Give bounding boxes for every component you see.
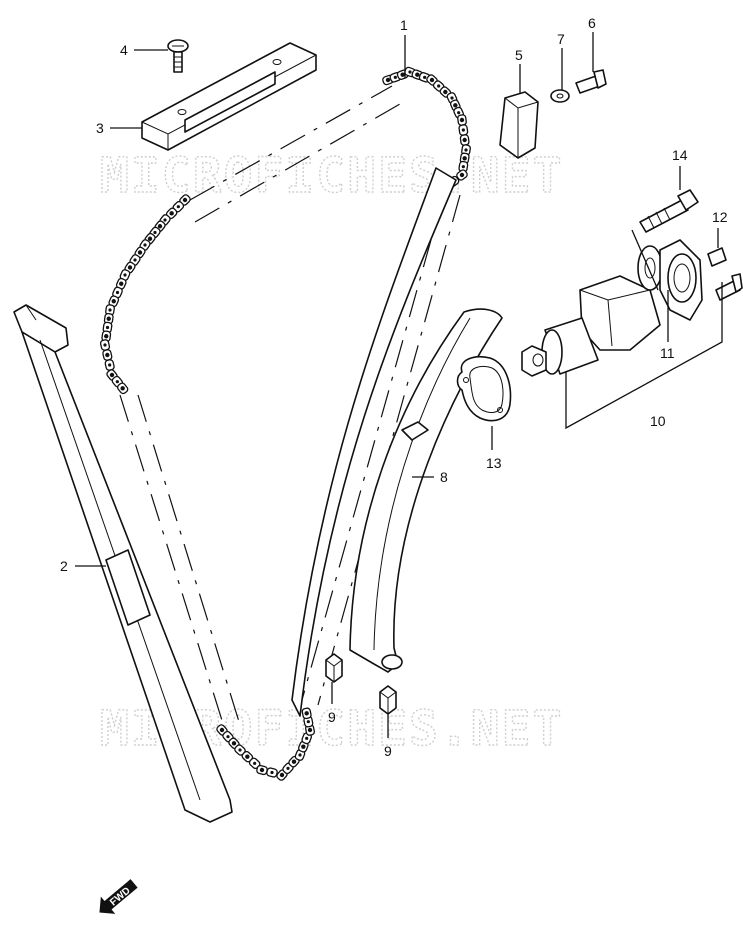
chain-pin bbox=[245, 754, 250, 759]
chain-pin bbox=[108, 308, 112, 312]
chain-pin bbox=[305, 736, 309, 740]
chain-pin bbox=[423, 75, 427, 79]
chain-pin bbox=[464, 148, 468, 152]
chain-pin bbox=[253, 761, 257, 765]
chain-pin bbox=[108, 363, 112, 367]
chain-pin bbox=[238, 748, 242, 752]
guide-pin-9b bbox=[379, 685, 397, 715]
callout-4: 4 bbox=[120, 42, 128, 58]
chain-pin bbox=[450, 96, 454, 100]
callout-9a: 9 bbox=[328, 709, 336, 725]
callout-3: 3 bbox=[96, 120, 104, 136]
chain-pin bbox=[231, 741, 237, 746]
cap-5 bbox=[499, 91, 539, 159]
callout-10: 10 bbox=[650, 413, 666, 429]
leader-lines bbox=[75, 32, 723, 738]
washer-7 bbox=[550, 89, 570, 103]
callout-12: 12 bbox=[712, 209, 728, 225]
chain-pin bbox=[453, 103, 458, 108]
chain-pin bbox=[169, 211, 174, 216]
chain-pin bbox=[270, 770, 274, 775]
chain-pin bbox=[115, 380, 119, 384]
chain-pin bbox=[182, 197, 188, 203]
screw-4 bbox=[167, 39, 189, 73]
callout-2: 2 bbox=[60, 558, 68, 574]
chain-pin bbox=[137, 250, 143, 255]
chain-pin bbox=[306, 720, 310, 724]
guide-pin-9a bbox=[325, 653, 343, 683]
fwd-arrow-icon: FWD bbox=[99, 879, 138, 914]
chain-pin bbox=[115, 290, 120, 295]
chain-pin bbox=[120, 386, 125, 391]
chain-pin bbox=[104, 334, 109, 339]
callout-6: 6 bbox=[588, 15, 596, 31]
chain-pin bbox=[109, 372, 115, 378]
chain-pin bbox=[286, 766, 290, 770]
chain-pin bbox=[226, 735, 230, 739]
chain-pin bbox=[259, 767, 265, 773]
chain-pin bbox=[111, 299, 116, 304]
chain-pin bbox=[143, 243, 147, 247]
callout-9b: 9 bbox=[384, 743, 392, 759]
chain-pin bbox=[119, 281, 124, 286]
watermark-top: MICROFICHES.NET bbox=[100, 148, 563, 204]
chain-pin bbox=[105, 352, 110, 358]
bolt-12b bbox=[715, 273, 743, 301]
chain-pin bbox=[123, 273, 127, 277]
chain-pin bbox=[163, 218, 167, 222]
callout-labels: 1 2 3 4 5 6 7 8 9 9 10 11 12 13 14 bbox=[60, 15, 728, 759]
chain-pin bbox=[106, 316, 111, 321]
chain-pin bbox=[461, 165, 465, 169]
chain-pin bbox=[219, 727, 225, 733]
chain-pin bbox=[443, 89, 448, 95]
callout-7: 7 bbox=[557, 31, 565, 47]
chain-pin bbox=[462, 137, 467, 143]
chain-pin bbox=[385, 77, 391, 83]
front-chain-guide bbox=[13, 304, 233, 823]
chain-pin bbox=[127, 265, 133, 270]
bolt-6 bbox=[575, 69, 607, 94]
chain-pin bbox=[153, 230, 157, 235]
tensioner-assembly-10 bbox=[521, 275, 661, 377]
rear-chain-guide bbox=[291, 167, 457, 717]
chain-pin bbox=[307, 727, 313, 733]
chain-pin bbox=[461, 128, 465, 132]
callout-1: 1 bbox=[400, 17, 408, 33]
chain-pin bbox=[393, 75, 397, 79]
chain-pin bbox=[133, 258, 137, 262]
chain-pin bbox=[176, 205, 180, 209]
chain-pin bbox=[301, 744, 306, 749]
chain-pin bbox=[147, 236, 153, 241]
chain-pin bbox=[462, 156, 467, 161]
chain-pin bbox=[304, 711, 309, 716]
callout-13: 13 bbox=[486, 455, 502, 471]
bolt-14 bbox=[639, 189, 699, 233]
chain-pin bbox=[103, 343, 107, 347]
callout-8: 8 bbox=[440, 469, 448, 485]
chain-pin bbox=[105, 325, 110, 330]
callout-5: 5 bbox=[515, 47, 523, 63]
chain-pin bbox=[429, 77, 435, 83]
chain-pin bbox=[298, 753, 302, 757]
chain-pin bbox=[291, 759, 297, 764]
chain-pin bbox=[459, 117, 465, 123]
gasket-13 bbox=[456, 356, 512, 422]
upper-chain-guide bbox=[141, 42, 317, 151]
chain-pin bbox=[459, 172, 465, 178]
chain-pin bbox=[279, 772, 285, 778]
chain-pin bbox=[400, 72, 405, 77]
chain-pin bbox=[457, 111, 461, 115]
tensioner-guide-8 bbox=[349, 308, 503, 673]
callout-11: 11 bbox=[660, 345, 675, 361]
chain-pin bbox=[415, 72, 420, 77]
tensioner-cap bbox=[659, 239, 703, 321]
callout-14: 14 bbox=[672, 147, 688, 163]
chain-pin bbox=[157, 224, 163, 229]
chain-pin bbox=[408, 70, 412, 74]
chain-pin bbox=[437, 84, 441, 88]
bolt-12a bbox=[707, 247, 727, 267]
cam-chain bbox=[99, 66, 471, 781]
